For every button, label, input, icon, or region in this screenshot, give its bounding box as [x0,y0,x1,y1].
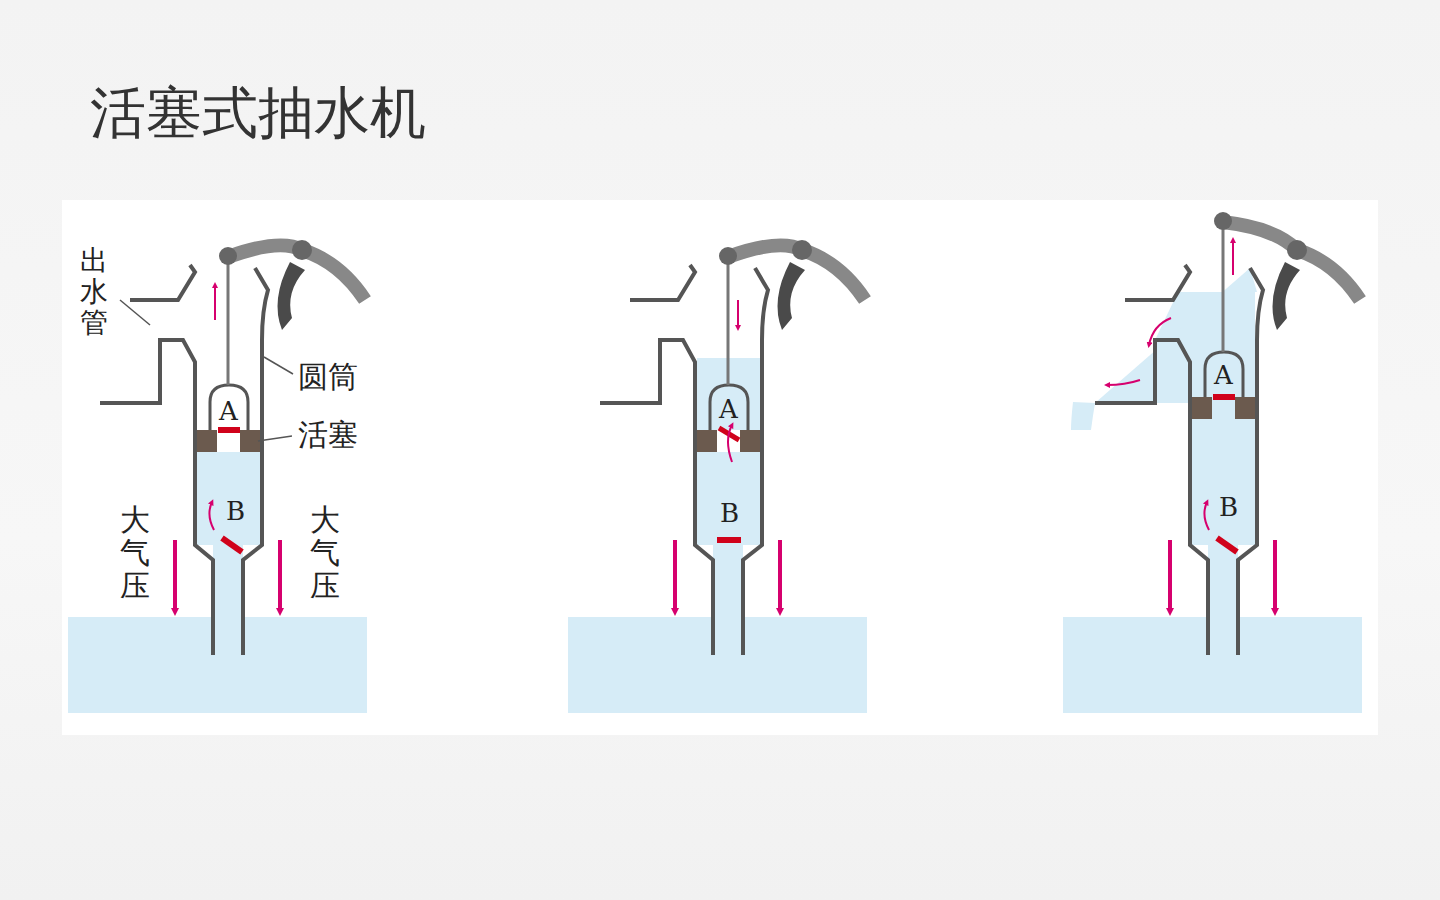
valve-letter: B [226,498,245,524]
valve-letter: A [219,398,238,424]
slide-title: 活塞式抽水机 [90,76,426,152]
valve-letter: B [720,500,739,526]
part-name: 活塞 [298,420,358,450]
part-name: 出水管 [80,246,108,338]
part-name: 圆筒 [298,362,358,392]
force-label: 大气压 [120,503,150,602]
valve-letter: A [1214,362,1233,388]
valve-letter: A [719,396,738,422]
force-label: 大气压 [310,503,340,602]
valve-letter: B [1219,494,1238,520]
